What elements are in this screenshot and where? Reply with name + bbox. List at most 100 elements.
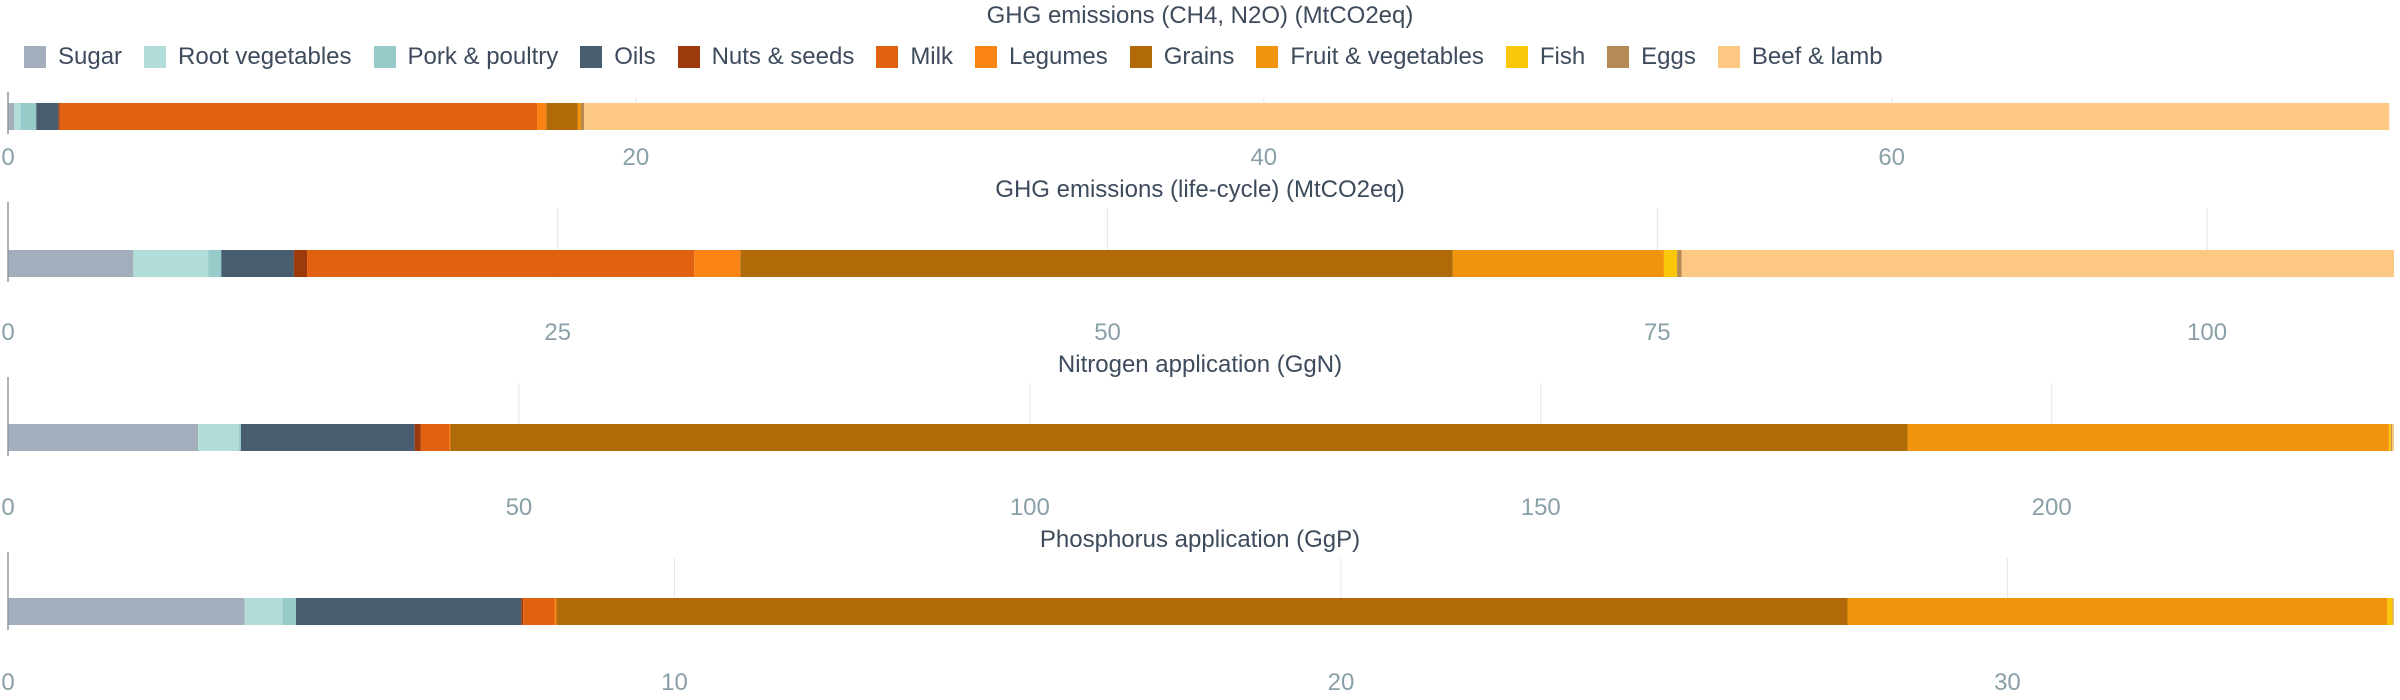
bar-segment-nuts-and-seeds[interactable] (293, 250, 308, 277)
chart-title: Nitrogen application (GgN) (1057, 351, 1343, 378)
bar-segment-milk[interactable] (523, 598, 555, 625)
legend-label: Fish (1539, 43, 1586, 70)
legend-label: Fruit & vegetables (1290, 43, 1484, 70)
bar-segment-oils[interactable] (36, 103, 59, 130)
legend-swatch (373, 46, 396, 68)
bar-segment-eggs[interactable] (2392, 598, 2394, 625)
bar-segment-root-vegetables[interactable] (198, 424, 239, 451)
x-tick-label: 100 (2187, 319, 2227, 346)
x-tick-label: 0 (1, 144, 14, 171)
legend-swatch (1717, 46, 1740, 68)
bar-segment-sugar[interactable] (8, 250, 134, 277)
bar-segment-fruit-and-vegetables[interactable] (1452, 250, 1664, 277)
legend-swatch (974, 46, 997, 68)
bar-segment-legumes[interactable] (449, 424, 451, 451)
legend-item-oils[interactable]: Oils (580, 43, 656, 71)
x-tick-label: 30 (1994, 669, 2021, 696)
bar-segment-eggs[interactable] (580, 103, 585, 130)
bar-segment-root-vegetables[interactable] (14, 103, 21, 130)
bar-segment-legumes[interactable] (694, 250, 741, 277)
bar-segment-grains[interactable] (450, 424, 1908, 451)
legend-swatch (1129, 46, 1152, 68)
legend-swatch (677, 46, 700, 68)
x-tick-label: 100 (1010, 494, 1050, 521)
legend-item-eggs[interactable]: Eggs (1607, 43, 1696, 71)
bar-segment-pork-and-poultry[interactable] (208, 250, 222, 277)
legend-label: Milk (910, 43, 953, 70)
legend-swatch (1505, 46, 1528, 68)
x-tick-label: 60 (1878, 144, 1905, 171)
legend-swatch (580, 46, 603, 68)
chart-title: GHG emissions (CH4, N2O) (MtCO2eq) (986, 2, 1414, 29)
bar-segment-pork-and-poultry[interactable] (20, 103, 37, 130)
bar-segment-pork-and-poultry[interactable] (238, 424, 241, 451)
bar-segment-legumes[interactable] (554, 598, 557, 625)
bar-segment-fish[interactable] (2388, 424, 2391, 451)
legend-swatch (876, 46, 899, 68)
bar-segment-nuts-and-seeds[interactable] (414, 424, 421, 451)
bar-segment-milk[interactable] (59, 103, 538, 130)
x-tick-label: 0 (1, 319, 14, 346)
bar-segment-fruit-and-vegetables[interactable] (577, 103, 581, 130)
legend: Sugar Root vegetables Pork & poultry Oils Nu… (24, 40, 1883, 74)
bar-segment-fruit-and-vegetables[interactable] (1847, 598, 2388, 625)
bar-segment-sugar[interactable] (8, 598, 245, 625)
legend-swatch (1607, 46, 1630, 68)
bar-segment-grains[interactable] (556, 598, 1848, 625)
bar-segment-nuts-and-seeds[interactable] (58, 103, 60, 130)
legend-item-milk[interactable]: Milk (876, 43, 953, 71)
bar-segment-fruit-and-vegetables[interactable] (1907, 424, 2389, 451)
bar-segment-beef-and-lamb[interactable] (2391, 424, 2394, 451)
legend-label: Legumes (1008, 43, 1108, 70)
bar-segment-oils[interactable] (240, 424, 415, 451)
legend-label: Oils (614, 43, 656, 70)
bar-segment-milk[interactable] (307, 250, 695, 277)
bar-segment-beef-and-lamb[interactable] (584, 103, 2390, 130)
chart-title: Phosphorus application (GgP) (1039, 526, 1361, 553)
bar-segment-beef-and-lamb[interactable] (2393, 598, 2394, 625)
bar-segment-eggs[interactable] (1677, 250, 1682, 277)
legend-item-legumes[interactable]: Legumes (974, 43, 1108, 71)
x-tick-label: 40 (1250, 144, 1277, 171)
bar-segment-fish[interactable] (1663, 250, 1678, 277)
bar-segment-beef-and-lamb[interactable] (1681, 250, 2394, 277)
legend-item-nuts-and-seeds[interactable]: Nuts & seeds (677, 43, 855, 71)
legend-item-pork-and-poultry[interactable]: Pork & poultry (373, 43, 559, 71)
legend-item-fish[interactable]: Fish (1505, 43, 1586, 71)
bar-segment-milk[interactable] (420, 424, 450, 451)
legend-item-fruit-and-vegetables[interactable]: Fruit & vegetables (1256, 43, 1484, 71)
bar-segment-sugar[interactable] (8, 103, 15, 130)
legend-label: Beef & lamb (1751, 43, 1883, 70)
legend-label: Eggs (1641, 43, 1696, 70)
chart-1: 0 20 40 60 (1, 92, 2390, 171)
bar-segment-root-vegetables[interactable] (244, 598, 283, 625)
bar-segment-grains[interactable] (740, 250, 1453, 277)
x-tick-label: 150 (1521, 494, 1561, 521)
bar-segment-oils[interactable] (221, 250, 294, 277)
legend-swatch (24, 46, 46, 68)
legend-label: Nuts & seeds (711, 43, 855, 70)
bar-segment-fish[interactable] (2387, 598, 2393, 625)
legend-item-beef-and-lamb[interactable]: Beef & lamb (1717, 43, 1883, 71)
legend-label: Pork & poultry (407, 43, 559, 70)
x-tick-label: 200 (2032, 494, 2072, 521)
bar-segment-eggs[interactable] (2390, 424, 2392, 451)
x-tick-label: 50 (1094, 319, 1121, 346)
x-tick-label: 0 (1, 669, 14, 696)
bar-segment-root-vegetables[interactable] (133, 250, 209, 277)
bar-segment-sugar[interactable] (8, 424, 199, 451)
bar-segment-nuts-and-seeds[interactable] (521, 598, 524, 625)
bar-segment-oils[interactable] (295, 598, 522, 625)
bar-segment-legumes[interactable] (537, 103, 547, 130)
legend-item-root-vegetables[interactable]: Root vegetables (144, 43, 352, 71)
bar-segment-pork-and-poultry[interactable] (282, 598, 296, 625)
x-tick-label: 20 (623, 144, 650, 171)
legend-item-grains[interactable]: Grains (1129, 43, 1234, 71)
x-tick-label: 75 (1644, 319, 1671, 346)
bar-segment-grains[interactable] (546, 103, 578, 130)
x-tick-label: 10 (661, 669, 688, 696)
legend-item-sugar[interactable]: Sugar (24, 43, 122, 71)
